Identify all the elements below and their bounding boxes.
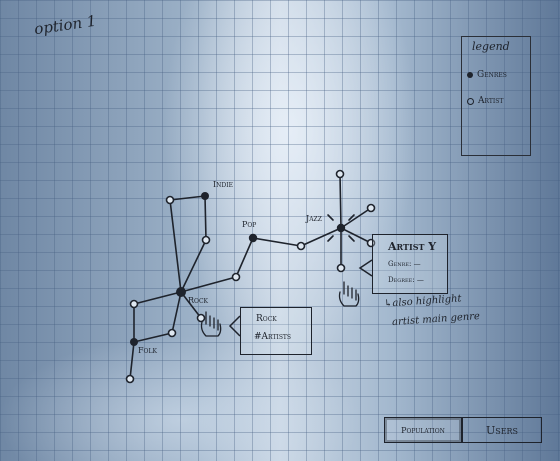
artist-tooltip [372, 234, 448, 294]
hand-cursor-icon [338, 281, 360, 307]
edge [204, 195, 207, 241]
genre-node-jazz[interactable] [336, 223, 346, 233]
artist-node[interactable] [129, 299, 139, 309]
edge [171, 291, 182, 334]
legend-genres-label: Genres [477, 70, 507, 80]
hand-cursor-icon [200, 311, 222, 337]
edge [180, 276, 237, 293]
edge [252, 237, 302, 247]
edge [180, 291, 202, 319]
genre-label-indie: Indie [213, 180, 233, 189]
edge [340, 227, 372, 244]
artist-node-selected[interactable] [336, 263, 346, 273]
genre-node-folk[interactable] [130, 338, 138, 346]
tab-users[interactable]: Users [462, 417, 542, 443]
edge [300, 227, 342, 247]
edge [133, 332, 173, 343]
edge [133, 291, 182, 305]
legend-artist-label: Artist [478, 96, 504, 106]
genre-label-folk: Folk [138, 346, 157, 355]
edge [340, 207, 372, 229]
legend-item-artist: Artist [467, 96, 503, 106]
edge [129, 341, 135, 380]
artist-node[interactable] [296, 241, 306, 251]
genre-node-pop[interactable] [248, 233, 258, 243]
legend-box [461, 36, 531, 156]
popup-pointer [228, 315, 241, 337]
rock-tooltip [240, 307, 312, 355]
artist-node[interactable] [167, 328, 177, 338]
genre-label-rock: Rock [188, 296, 209, 305]
artist-tooltip-genre: Genre: — [388, 260, 421, 268]
artist-node[interactable] [366, 203, 376, 213]
legend-item-genres: Genres [467, 70, 507, 80]
artist-node[interactable] [231, 272, 241, 282]
popup-pointer [358, 259, 373, 277]
genre-node-rock[interactable] [176, 287, 186, 297]
edge [339, 173, 342, 229]
open-dot-icon [467, 97, 474, 105]
genre-label-pop: Pop [242, 220, 257, 229]
artist-node[interactable] [335, 169, 345, 179]
artist-node[interactable] [125, 374, 135, 384]
edge [169, 195, 206, 201]
edge [169, 199, 182, 293]
artist-tooltip-title: Artist Y [388, 240, 437, 253]
genre-node-indie[interactable] [201, 192, 209, 200]
artist-node[interactable] [165, 195, 175, 205]
legend-title: legend [472, 40, 510, 53]
rock-tooltip-title: Rock [256, 314, 277, 324]
genre-label-jazz: Jazz [306, 214, 322, 223]
filled-dot-icon [467, 72, 473, 78]
tab-population[interactable]: Population [384, 417, 462, 443]
artist-node[interactable] [196, 313, 206, 323]
artist-node[interactable] [201, 235, 211, 245]
rock-tooltip-artists: #Artists [254, 332, 292, 342]
edge [180, 239, 207, 293]
artist-tooltip-degree: Degree: — [388, 276, 424, 284]
edge [235, 237, 254, 278]
